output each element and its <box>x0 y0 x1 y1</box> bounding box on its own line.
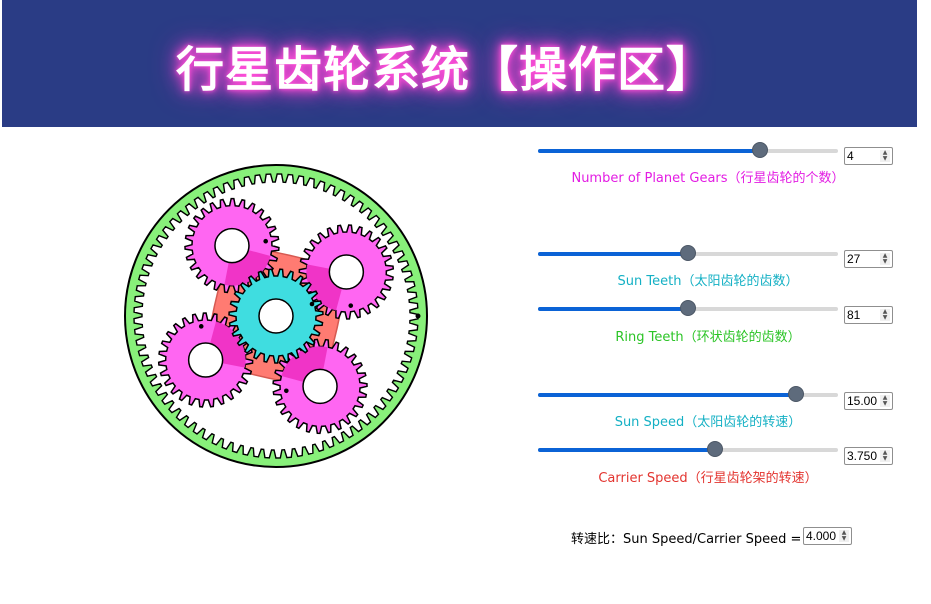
planet-marker-dot <box>263 238 268 244</box>
planet-gear <box>157 312 254 408</box>
planets-slider[interactable] <box>538 142 838 158</box>
planet-marker-dot <box>284 388 289 394</box>
planet-hub <box>187 342 224 378</box>
planets-slider-thumb[interactable] <box>752 142 768 158</box>
sun-speed-slider[interactable] <box>538 386 838 402</box>
sun-teeth-slider[interactable] <box>538 245 838 261</box>
sun-teeth-label: Sun Teeth（太阳齿轮的齿数） <box>617 274 799 289</box>
sun-hub <box>258 298 294 334</box>
planets-slider-fill <box>538 149 760 153</box>
planet-hub <box>214 227 250 264</box>
ratio-value: 4.000 <box>806 529 837 543</box>
planets-label: Number of Planet Gears（行星齿轮的个数） <box>571 171 845 186</box>
ring-teeth-number-input[interactable]: 81 ▲▼ <box>844 306 893 324</box>
planets-value: 4 <box>847 149 854 163</box>
spinner-icon[interactable]: ▲▼ <box>880 150 890 162</box>
ring-teeth-slider-fill <box>538 307 688 311</box>
planet-hub <box>302 368 338 405</box>
carrier-speed-slider[interactable] <box>538 441 838 457</box>
sun-teeth-value: 27 <box>847 252 861 266</box>
ring-teeth-slider[interactable] <box>538 300 838 316</box>
planet-hub <box>328 254 365 290</box>
ring-teeth-label: Ring Teeth（环状齿轮的齿数） <box>615 330 801 345</box>
sun-speed-number-input[interactable]: 15.00 ▲▼ <box>844 392 893 410</box>
planet-gear <box>298 224 395 320</box>
sun-teeth-slider-thumb[interactable] <box>680 245 696 261</box>
page-title: 行星齿轮系统【操作区】 <box>175 42 715 98</box>
planet-marker-dot <box>348 303 354 308</box>
planets-number-input[interactable]: 4 ▲▼ <box>844 147 893 165</box>
sun-speed-value: 15.00 <box>847 394 878 408</box>
planet-gear <box>184 197 280 294</box>
sun-teeth-slider-fill <box>538 252 688 256</box>
planet-marker-dot <box>198 324 204 329</box>
ring-teeth-value: 81 <box>847 308 861 322</box>
sun-teeth-number-input[interactable]: 27 ▲▼ <box>844 250 893 268</box>
spinner-icon[interactable]: ▲▼ <box>880 253 890 265</box>
ring-marker-dot <box>415 313 421 319</box>
carrier-speed-value: 3.750 <box>847 449 878 463</box>
sun-speed-slider-fill <box>538 393 796 397</box>
spinner-icon[interactable]: ▲▼ <box>880 309 890 321</box>
spinner-icon[interactable]: ▲▼ <box>880 395 890 407</box>
carrier-speed-label: Carrier Speed（行星齿轮架的转速） <box>598 471 818 486</box>
sun-speed-label: Sun Speed（太阳齿轮的转速） <box>614 415 802 430</box>
ratio-number-input[interactable]: 4.000 ▲▼ <box>803 527 852 545</box>
planetary-gear-canvas <box>124 164 428 468</box>
carrier-speed-number-input[interactable]: 3.750 ▲▼ <box>844 447 893 465</box>
sun-speed-slider-thumb[interactable] <box>788 386 804 402</box>
planet-gears <box>157 197 395 435</box>
spinner-icon[interactable]: ▲▼ <box>839 530 849 542</box>
planet-gear <box>272 338 368 435</box>
carrier-speed-slider-fill <box>538 448 715 452</box>
ring-teeth-slider-thumb[interactable] <box>680 300 696 316</box>
spinner-icon[interactable]: ▲▼ <box>880 450 890 462</box>
header-banner: 行星齿轮系统【操作区】 <box>2 0 917 127</box>
sun-gear <box>228 268 324 364</box>
ratio-label: 转速比：Sun Speed/Carrier Speed = <box>571 532 802 547</box>
sun-marker-dot <box>309 301 315 307</box>
carrier-speed-slider-thumb[interactable] <box>707 441 723 457</box>
